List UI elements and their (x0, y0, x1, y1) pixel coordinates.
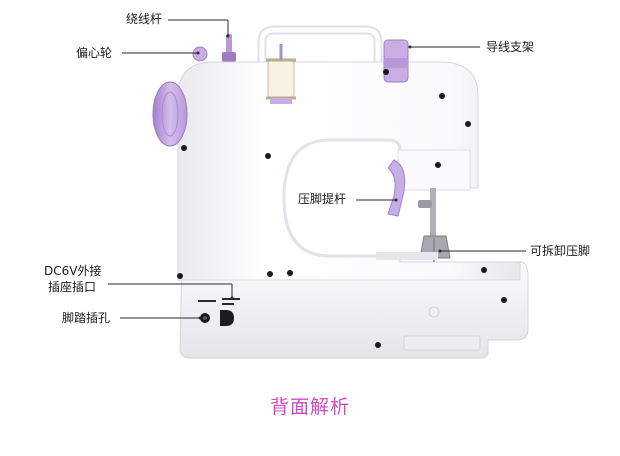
label-pedal-jack: 脚踏插孔 (62, 311, 110, 326)
handwheel-pin-icon (193, 47, 207, 61)
needle-bar (430, 188, 436, 238)
rear-knob (429, 307, 439, 317)
label-presser-lever: 压脚提杆 (298, 192, 346, 207)
presser-lever-icon (388, 160, 405, 216)
label-presser-foot: 可拆卸压脚 (530, 244, 590, 259)
brand-logo-icon (220, 310, 234, 326)
needle-head (398, 150, 470, 190)
label-handwheel: 偏心轮 (76, 46, 112, 61)
label-thread-guide: 导线支架 (486, 40, 534, 55)
caption-title: 背面解析 (0, 392, 620, 419)
thread-spool-icon (268, 60, 294, 98)
label-dc-jack-line1: DC6V外接 (44, 264, 101, 279)
label-bobbin-winder: 绕线杆 (126, 12, 162, 27)
label-dc-jack-line2: 插座插口 (48, 280, 96, 295)
